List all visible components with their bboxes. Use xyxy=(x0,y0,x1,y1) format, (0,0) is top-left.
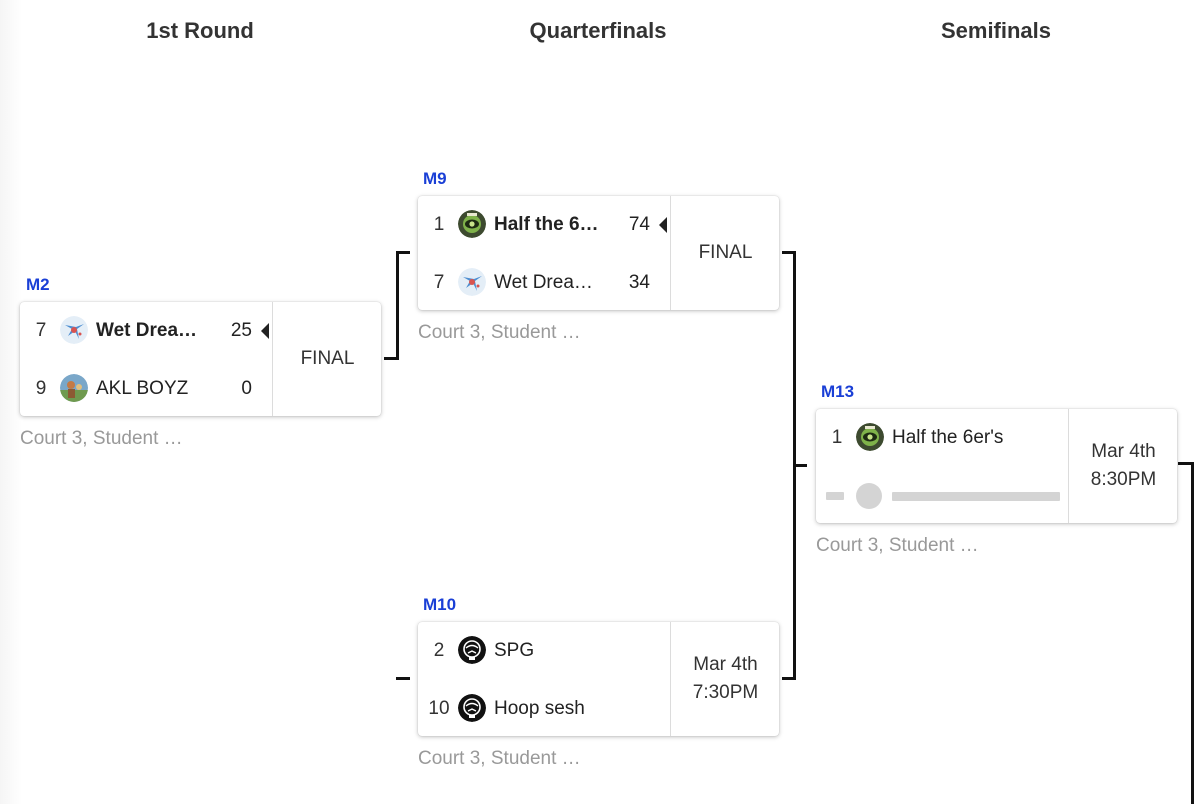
connector-line xyxy=(384,357,398,360)
team-seed: 1 xyxy=(831,427,843,448)
team-name[interactable]: Hoop sesh xyxy=(494,698,585,719)
match-card-m9[interactable]: 1 Half the 6… 74 7 Wet Drea… 34 FINAL xyxy=(418,196,779,310)
team-seed: 7 xyxy=(35,320,47,341)
akl-boyz-logo-icon xyxy=(60,374,88,402)
connector-line xyxy=(793,464,807,467)
half-the-6ers-logo-icon xyxy=(458,210,486,238)
match-time: 8:30PM xyxy=(1090,469,1157,490)
team-score: 74 xyxy=(628,214,650,235)
team-row-winner[interactable]: 7 Wet Drea… 25 xyxy=(20,311,272,351)
half-the-6ers-logo-icon xyxy=(856,423,884,451)
connector-line xyxy=(396,251,410,254)
match-date: Mar 4th xyxy=(1091,441,1156,462)
wet-dreams-logo-icon xyxy=(60,316,88,344)
match-status-label: FINAL xyxy=(698,242,753,263)
match-status-label: FINAL xyxy=(300,348,355,369)
match-card-m10[interactable]: 2 SPG 10 Hoop sesh Mar 4th 7:30PM xyxy=(418,622,779,736)
team-row[interactable]: 7 Wet Drea… 34 xyxy=(418,263,670,303)
team-name[interactable]: Half the 6… xyxy=(494,214,599,235)
team-name[interactable]: Wet Drea… xyxy=(96,320,198,341)
match-card-m13[interactable]: 1 Half the 6er's Mar 4th 8:30PM xyxy=(816,409,1177,523)
match-teams: 1 Half the 6er's xyxy=(816,409,1068,523)
connector-line xyxy=(782,677,796,680)
connector-line xyxy=(396,251,399,360)
team-row[interactable]: 1 Half the 6er's xyxy=(816,418,1068,458)
match-label-m13[interactable]: M13 xyxy=(821,382,855,401)
round-title-semifinals: Semifinals xyxy=(940,18,1052,43)
winner-arrow-icon xyxy=(659,217,667,233)
match-status: FINAL xyxy=(670,196,780,310)
match-schedule: Mar 4th 7:30PM xyxy=(670,622,780,736)
match-location: Court 3, Student … xyxy=(418,748,581,769)
match-teams: 7 Wet Drea… 25 9 AKL BOYZ 0 xyxy=(20,302,272,416)
team-name[interactable]: Half the 6er's xyxy=(892,427,1004,448)
match-location: Court 3, Student … xyxy=(418,322,581,343)
match-status: FINAL xyxy=(272,302,382,416)
team-seed: 2 xyxy=(433,640,445,661)
match-label-m10[interactable]: M10 xyxy=(423,595,457,614)
match-location: Court 3, Student … xyxy=(20,428,183,449)
team-row[interactable]: 10 Hoop sesh xyxy=(418,689,670,729)
connector-line xyxy=(782,251,796,254)
connector-line xyxy=(1178,462,1194,465)
connector-line xyxy=(1191,462,1194,804)
team-seed: 10 xyxy=(428,698,450,719)
winner-arrow-icon xyxy=(261,323,269,339)
placeholder-avatar-icon xyxy=(856,483,882,509)
connector-line xyxy=(396,677,410,680)
default-team-logo-icon xyxy=(458,636,486,664)
team-score: 0 xyxy=(241,378,252,399)
team-score: 25 xyxy=(230,320,252,341)
team-name[interactable]: SPG xyxy=(494,640,535,661)
team-name[interactable]: Wet Drea… xyxy=(494,272,593,293)
team-row-winner[interactable]: 1 Half the 6… 74 xyxy=(418,205,670,245)
round-title-quarterfinals: Quarterfinals xyxy=(529,18,667,43)
match-teams: 2 SPG 10 Hoop sesh xyxy=(418,622,670,736)
match-label-m9[interactable]: M9 xyxy=(423,169,447,188)
team-seed: 1 xyxy=(433,214,445,235)
match-date: Mar 4th xyxy=(693,654,758,675)
wet-dreams-logo-icon xyxy=(458,268,486,296)
match-time: 7:30PM xyxy=(692,682,759,703)
match-teams: 1 Half the 6… 74 7 Wet Drea… 34 xyxy=(418,196,670,310)
placeholder-seed xyxy=(826,492,844,500)
match-card-m2[interactable]: 7 Wet Drea… 25 9 AKL BOYZ 0 FINAL xyxy=(20,302,381,416)
match-label-m2[interactable]: M2 xyxy=(26,275,50,294)
round-title-1st-round: 1st Round xyxy=(146,18,254,43)
default-team-logo-icon xyxy=(458,694,486,722)
team-row-placeholder xyxy=(816,476,1068,516)
team-seed: 7 xyxy=(433,272,445,293)
match-location: Court 3, Student … xyxy=(816,535,979,556)
team-row[interactable]: 2 SPG xyxy=(418,631,670,671)
team-row[interactable]: 9 AKL BOYZ 0 xyxy=(20,369,272,409)
placeholder-team-name xyxy=(892,492,1060,501)
match-schedule: Mar 4th 8:30PM xyxy=(1068,409,1178,523)
team-name[interactable]: AKL BOYZ xyxy=(96,378,189,399)
team-seed: 9 xyxy=(35,378,47,399)
team-score: 34 xyxy=(628,272,650,293)
